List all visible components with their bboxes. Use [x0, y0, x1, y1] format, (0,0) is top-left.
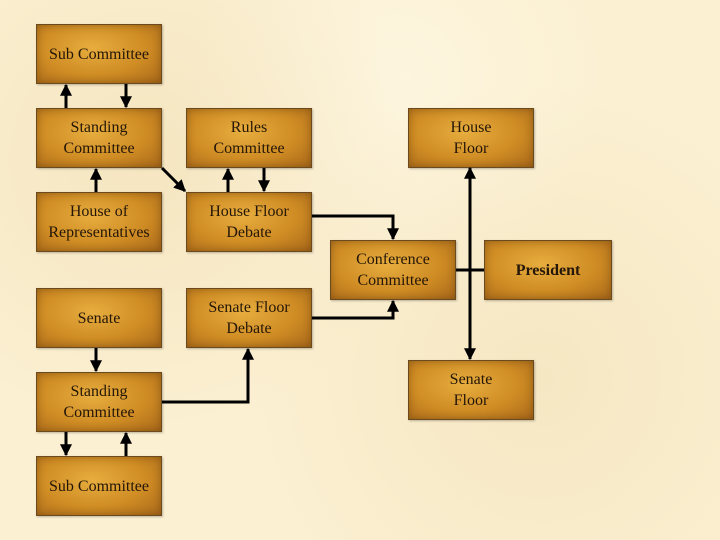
senate-standing-committee-box: Standing Committee [36, 372, 162, 432]
house-sub-committee-label: Sub Committee [49, 45, 149, 63]
senate-sub-committee-box: Sub Committee [36, 456, 162, 516]
senate-floor-label: Senate Floor [449, 371, 493, 409]
senate-floor-debate-box: Senate Floor Debate [186, 288, 312, 348]
house-of-representatives-box: House of Representatives [36, 192, 162, 252]
house-floor-debate-label: House Floor Debate [209, 203, 289, 241]
rules-committee-box: Rules Committee [186, 108, 312, 168]
conference-committee-label: Conference Committee [356, 251, 430, 289]
house-floor-box: House Floor [408, 108, 534, 168]
arrow-senate-debate-to-conference [312, 299, 399, 320]
house-floor-label: House Floor [450, 119, 492, 157]
arrow-house-debate-to-conference [312, 214, 399, 241]
house-standing-committee-label: Standing Committee [63, 119, 135, 157]
arrow-standing-to-floor-debate [160, 166, 187, 193]
president-label: President [515, 261, 581, 279]
senate-floor-debate-label: Senate Floor Debate [208, 299, 290, 337]
senate-box: Senate [36, 288, 162, 348]
conference-committee-box: Conference Committee [330, 240, 456, 300]
arrow-senate-standing-to-floor-debate [162, 347, 254, 404]
house-of-representatives-label: House of Representatives [48, 203, 150, 241]
rules-committee-label: Rules Committee [213, 119, 285, 157]
house-floor-debate-box: House Floor Debate [186, 192, 312, 252]
house-sub-committee-box: Sub Committee [36, 24, 162, 84]
senate-standing-committee-label: Standing Committee [63, 383, 135, 421]
senate-label: Senate [77, 309, 121, 327]
senate-floor-box: Senate Floor [408, 360, 534, 420]
house-standing-committee-box: Standing Committee [36, 108, 162, 168]
president-box: President [484, 240, 612, 300]
senate-sub-committee-label: Sub Committee [49, 477, 149, 495]
